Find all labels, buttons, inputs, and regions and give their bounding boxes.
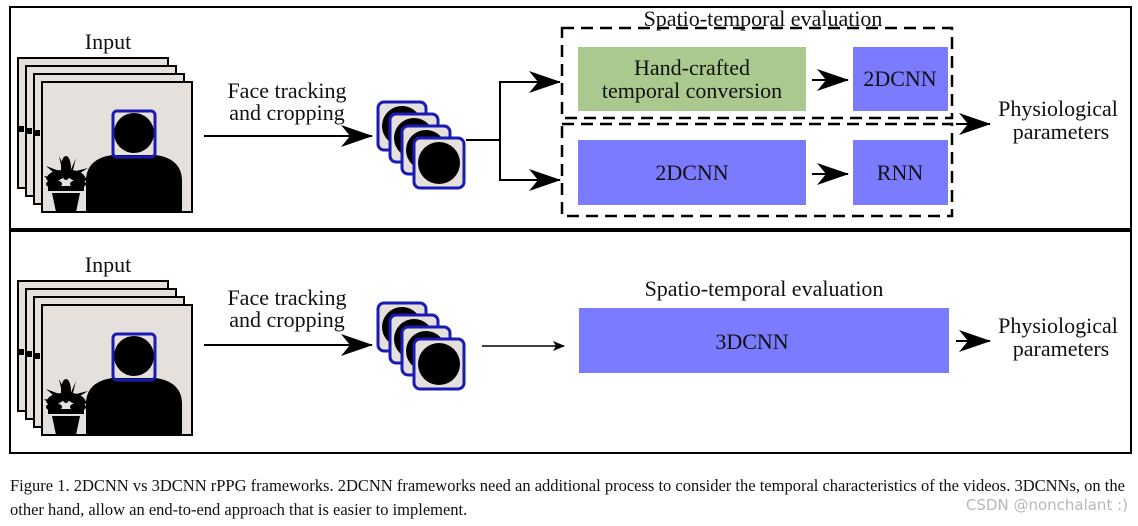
- handcrafted-label-line1: Hand-crafted: [634, 55, 750, 80]
- rnn-box: [853, 140, 948, 205]
- top-split-connector: [466, 71, 561, 141]
- cnn-3d-label: 3DCNN: [715, 329, 788, 354]
- csdn-watermark: CSDN @nonchalant :): [965, 496, 1128, 514]
- rnn-label: RNN: [877, 160, 924, 185]
- bottom-cropped-faces: [376, 301, 466, 391]
- top-panel-border: [9, 6, 1132, 230]
- top-output-label-line1: Physiological: [998, 96, 1118, 121]
- cnn-2d-bottom-box: [578, 140, 806, 205]
- bottom-eval-title: Spatio-temporal evaluation: [645, 276, 884, 301]
- top-video-frames: [18, 58, 192, 213]
- top-cropped-faces: [376, 100, 466, 190]
- top-output-label-line2: parameters: [1013, 119, 1110, 144]
- handcrafted-conversion-box: [578, 47, 806, 111]
- bottom-tracking-label-line2: and cropping: [229, 307, 344, 332]
- cnn-2d-top-box: [853, 47, 948, 111]
- cnn-rnn-pipeline-group: [560, 122, 954, 218]
- top-tracking-label-line2: and cropping: [229, 100, 344, 125]
- handcrafted-label-line2: temporal conversion: [602, 78, 782, 103]
- bottom-tracking-label-line1: Face tracking: [227, 285, 346, 310]
- top-split-connector-lower: [499, 140, 561, 191]
- bottom-video-frames: [18, 281, 192, 436]
- top-tracking-label-line1: Face tracking: [227, 78, 346, 103]
- cnn-2d-bottom-label: 2DCNN: [655, 160, 728, 185]
- figure-caption: Figure 1. 2DCNN vs 3DCNN rPPG frameworks…: [10, 476, 1125, 519]
- bottom-panel-border: [9, 230, 1132, 454]
- cnn-2d-top-label: 2DCNN: [863, 66, 936, 91]
- handcrafted-pipeline-group: [560, 26, 954, 120]
- bottom-input-label: Input: [85, 252, 131, 277]
- top-input-label: Input: [85, 29, 131, 54]
- bottom-output-label-line2: parameters: [1013, 336, 1110, 361]
- cnn-3d-box: [579, 308, 949, 373]
- bottom-output-label-line1: Physiological: [998, 313, 1118, 338]
